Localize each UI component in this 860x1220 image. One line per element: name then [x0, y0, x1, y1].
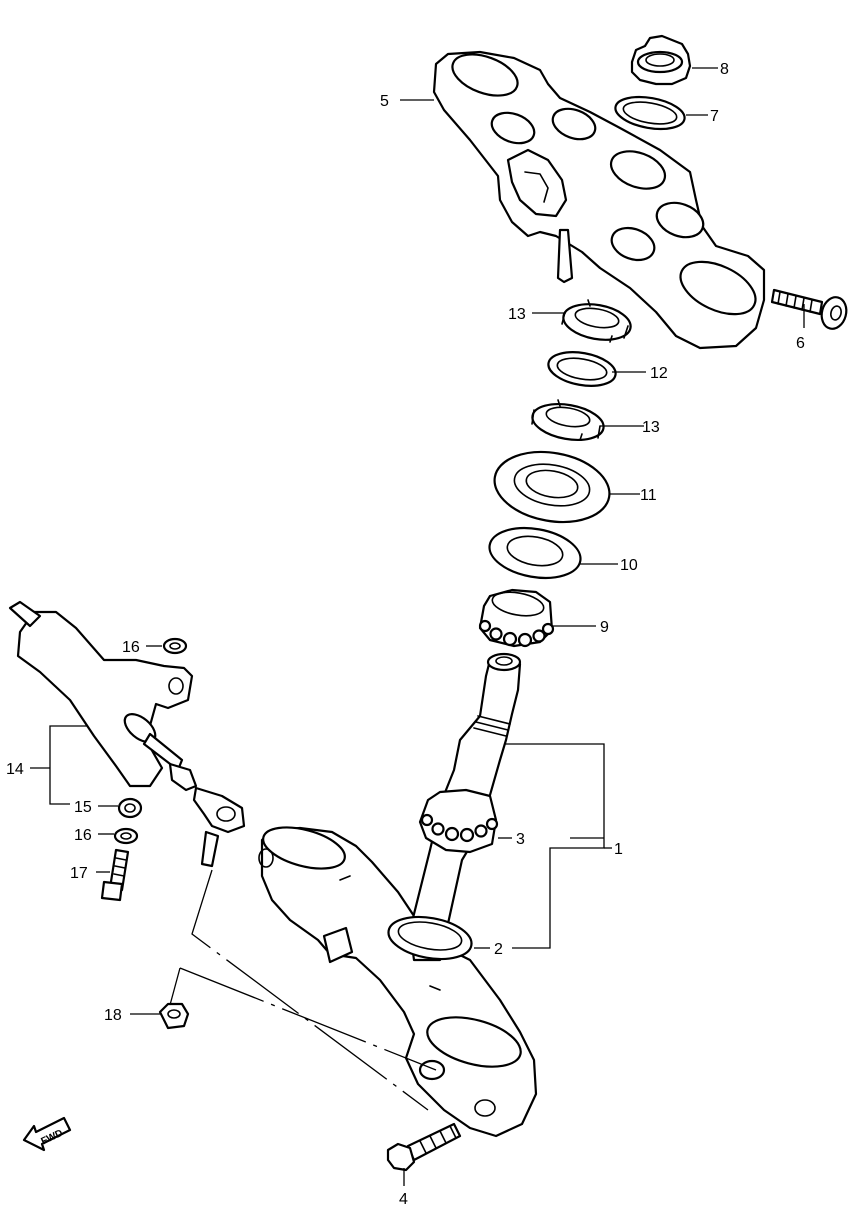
- washer-part-16-upper[interactable]: [162, 637, 188, 655]
- callout-14: 14: [6, 761, 24, 778]
- bolt-part-17[interactable]: [100, 848, 130, 902]
- bearing-part-3[interactable]: [418, 788, 499, 854]
- callout-11: 11: [640, 487, 657, 504]
- stem-nut-part-8[interactable]: [630, 34, 692, 86]
- assembly-lines: [169, 869, 437, 1111]
- upper-bracket-part-5[interactable]: [432, 46, 766, 350]
- washer-part-12[interactable]: [546, 347, 619, 390]
- lower-bracket-part-1[interactable]: [258, 820, 538, 1138]
- callout-10: 10: [620, 557, 638, 574]
- callout-3: 3: [516, 831, 525, 848]
- callout-1: 1: [614, 841, 623, 858]
- bolt-part-4[interactable]: [386, 1122, 462, 1172]
- lock-nut-part-13-upper[interactable]: [561, 299, 634, 344]
- nut-part-18[interactable]: [158, 1002, 190, 1030]
- callout-15: 15: [74, 799, 92, 816]
- callout-13-upper: 13: [508, 306, 526, 323]
- callout-12: 12: [650, 365, 668, 382]
- steering-damper-part-14[interactable]: [8, 600, 246, 868]
- callout-5: 5: [380, 93, 389, 110]
- bolt-part-6[interactable]: [770, 288, 850, 332]
- washer-part-7[interactable]: [613, 92, 687, 134]
- callout-17: 17: [70, 865, 88, 882]
- callout-16-upper: 16: [122, 639, 140, 656]
- callout-8: 8: [720, 61, 729, 78]
- callout-2: 2: [494, 941, 503, 958]
- callout-18: 18: [104, 1007, 122, 1024]
- callout-6: 6: [796, 335, 805, 352]
- leader-lines: [30, 67, 805, 1186]
- dust-seal-part-11[interactable]: [489, 443, 615, 530]
- callout-numbers: 1 2 3 4 5 6 7 8 9 10 11 12 13 13 14 15 1…: [6, 61, 805, 1208]
- washer-part-16-lower[interactable]: [113, 827, 139, 845]
- callout-7: 7: [710, 108, 719, 125]
- callout-13-lower: 13: [642, 419, 660, 436]
- dust-seal-part-2[interactable]: [385, 911, 475, 965]
- callout-16-lower: 16: [74, 827, 92, 844]
- callout-4: 4: [399, 1191, 408, 1208]
- callout-9: 9: [600, 619, 609, 636]
- lock-nut-part-13-lower[interactable]: [530, 399, 607, 445]
- nut-part-15[interactable]: [117, 797, 143, 819]
- fwd-arrow-icon: FWD: [22, 1116, 72, 1152]
- bearing-part-9[interactable]: [478, 588, 555, 648]
- race-part-10[interactable]: [486, 521, 585, 584]
